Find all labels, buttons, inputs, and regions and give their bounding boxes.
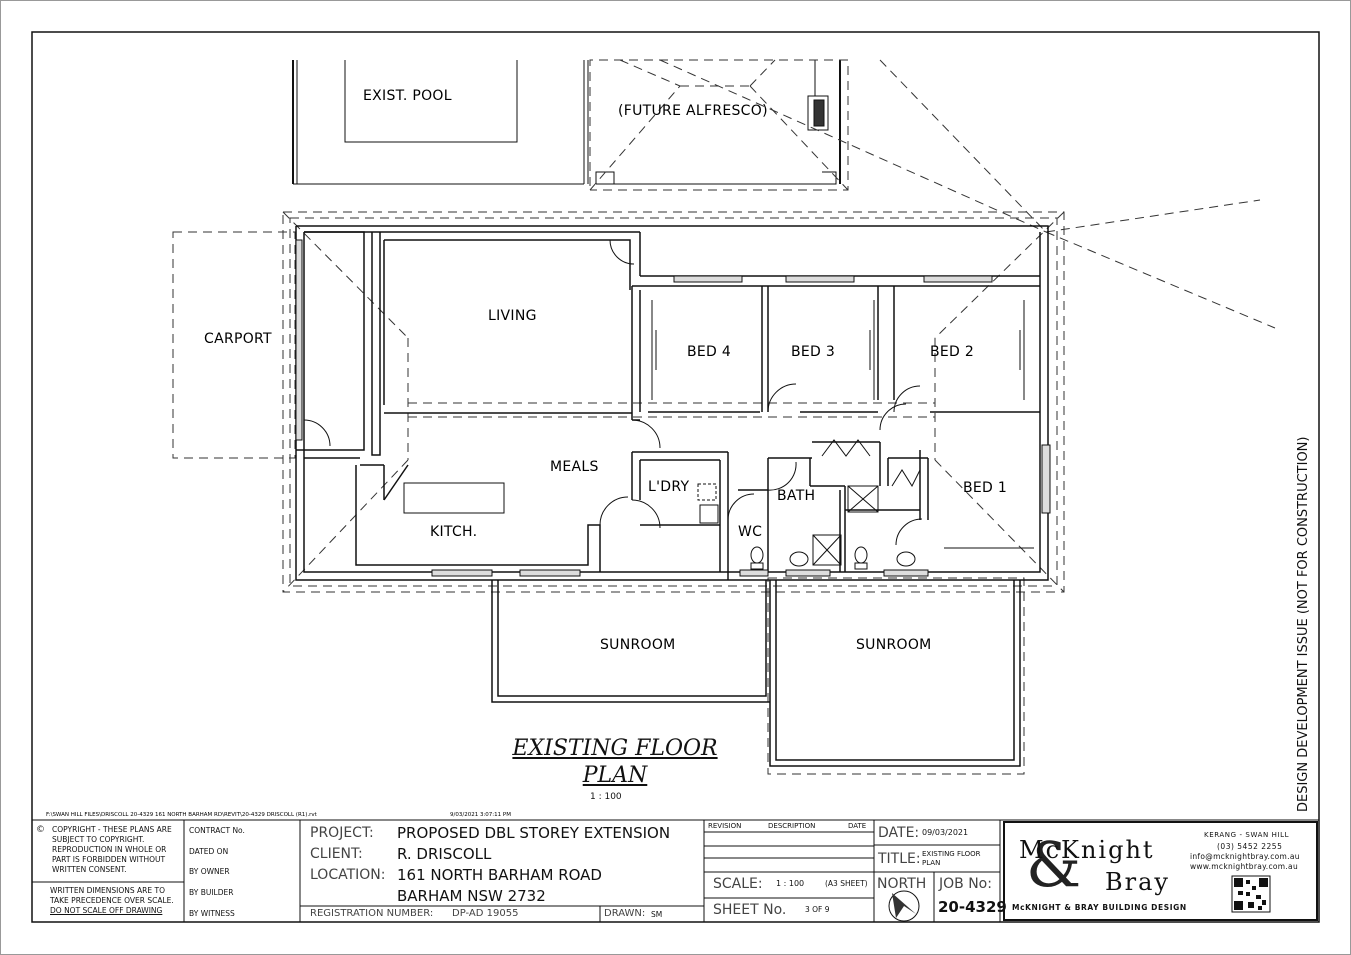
sheet-number-value: 3 OF 9 xyxy=(805,905,830,914)
job-number-label: JOB No: xyxy=(939,876,992,892)
date-value: 09/03/2021 xyxy=(922,828,969,837)
title-label: TITLE: xyxy=(878,851,921,867)
alfresco-area xyxy=(595,60,841,185)
pool-area xyxy=(292,60,589,185)
north-arrow-icon xyxy=(888,890,920,922)
dated-on-label: DATED ON xyxy=(189,847,229,856)
qr-code-icon xyxy=(1231,875,1271,913)
windows xyxy=(295,239,1051,577)
sheet-number-label: SHEET No. xyxy=(713,902,787,918)
company-email: info@mcknightbray.com.au xyxy=(1190,852,1300,861)
wardrobe-lines xyxy=(651,300,1034,549)
contract-number-label: CONTRACT No. xyxy=(189,826,245,835)
company-website: www.mcknightbray.com.au xyxy=(1190,862,1299,871)
company-tagline: McKNIGHT & BRAY BUILDING DESIGN xyxy=(1012,903,1187,912)
drawn-value: SM xyxy=(651,910,663,919)
dimensions-note-2: TAKE PRECEDENCE OVER SCALE. xyxy=(50,896,174,905)
file-path: F:\SWAN HILL FILES\DRISCOLL 20-4329 161 … xyxy=(46,812,318,818)
dimensions-note-1: WRITTEN DIMENSIONS ARE TO xyxy=(50,886,165,895)
copyright-note: COPYRIGHT - THESE PLANS ARE SUBJECT TO C… xyxy=(52,825,172,874)
fixtures xyxy=(697,483,916,570)
scale-value: 1 : 100 xyxy=(776,879,805,888)
dimensions-note-3: DO NOT SCALE OFF DRAWING xyxy=(50,906,163,915)
drawing-border xyxy=(31,31,1320,923)
title-value-1: EXISTING FLOOR xyxy=(922,850,981,858)
sunrooms xyxy=(491,580,1021,767)
room-label-bed2: BED 2 xyxy=(930,344,974,360)
scale-paper: (A3 SHEET) xyxy=(825,879,868,888)
project-label: PROJECT: xyxy=(310,825,374,841)
registration-label: REGISTRATION NUMBER: xyxy=(310,908,434,919)
company-logo-name-bottom: Bray xyxy=(1105,868,1170,896)
building-walls xyxy=(295,225,1049,581)
issue-status-note: DESIGN DEVELOPMENT ISSUE (NOT FOR CONSTR… xyxy=(1296,436,1311,812)
room-label-bed1: BED 1 xyxy=(963,480,1007,496)
scale-label: SCALE: xyxy=(713,876,763,892)
revision-date-header: DATE xyxy=(848,822,867,830)
room-label-sunroom-1: SUNROOM xyxy=(600,637,676,653)
room-label-bath: BATH xyxy=(777,488,815,504)
description-header: DESCRIPTION xyxy=(768,822,816,830)
room-label-wc: WC xyxy=(738,524,762,540)
room-label-living: LIVING xyxy=(488,308,537,324)
room-label-bed3: BED 3 xyxy=(791,344,835,360)
print-timestamp: 9/03/2021 3:07:11 PM xyxy=(450,812,511,818)
title-block-frame xyxy=(32,819,1319,922)
drawing-title-line-1: EXISTING FLOOR xyxy=(512,736,718,761)
room-label-alfresco: (FUTURE ALFRESCO) xyxy=(618,103,768,119)
client-value: R. DRISCOLL xyxy=(397,845,492,863)
client-label: CLIENT: xyxy=(310,846,363,862)
drawing-title-line-2: PLAN xyxy=(582,763,648,788)
company-phone: (03) 5452 2255 xyxy=(1217,842,1283,851)
drawing-scale: 1 : 100 xyxy=(590,792,622,802)
drawn-label: DRAWN: xyxy=(604,908,646,919)
location-line-1: 161 NORTH BARHAM ROAD xyxy=(397,866,602,884)
date-label: DATE: xyxy=(878,825,920,841)
room-label-pool: EXIST. POOL xyxy=(363,88,452,104)
room-label-sunroom-2: SUNROOM xyxy=(856,637,932,653)
company-locations: KERANG - SWAN HILL xyxy=(1204,831,1290,839)
room-label-carport: CARPORT xyxy=(204,331,272,347)
doors xyxy=(303,239,923,546)
copyright-symbol: © xyxy=(36,825,45,835)
by-owner-label: BY OWNER xyxy=(189,867,230,876)
by-witness-label: BY WITNESS xyxy=(189,909,235,918)
kitchen-island xyxy=(403,482,505,514)
room-label-ldry: L'DRY xyxy=(648,479,689,495)
room-label-kitch: KITCH. xyxy=(430,524,477,540)
north-label: NORTH xyxy=(877,876,927,892)
revision-header: REVISION xyxy=(708,822,742,830)
room-label-meals: MEALS xyxy=(550,459,599,475)
drawing-title: EXISTING FLOOR PLAN xyxy=(500,735,730,789)
project-value: PROPOSED DBL STOREY EXTENSION xyxy=(397,824,671,842)
registration-value: DP-AD 19055 xyxy=(452,908,519,919)
by-builder-label: BY BUILDER xyxy=(189,888,234,897)
company-logo-name-top: McKnight xyxy=(1019,836,1155,864)
company-logo-ampersand: & xyxy=(1026,828,1082,901)
location-line-2: BARHAM NSW 2732 xyxy=(397,887,546,905)
location-label: LOCATION: xyxy=(310,867,386,883)
title-value-2: PLAN xyxy=(922,859,941,867)
roof-outline xyxy=(172,59,1276,775)
room-label-bed4: BED 4 xyxy=(687,344,731,360)
job-number-value: 20-4329 xyxy=(938,898,1007,916)
